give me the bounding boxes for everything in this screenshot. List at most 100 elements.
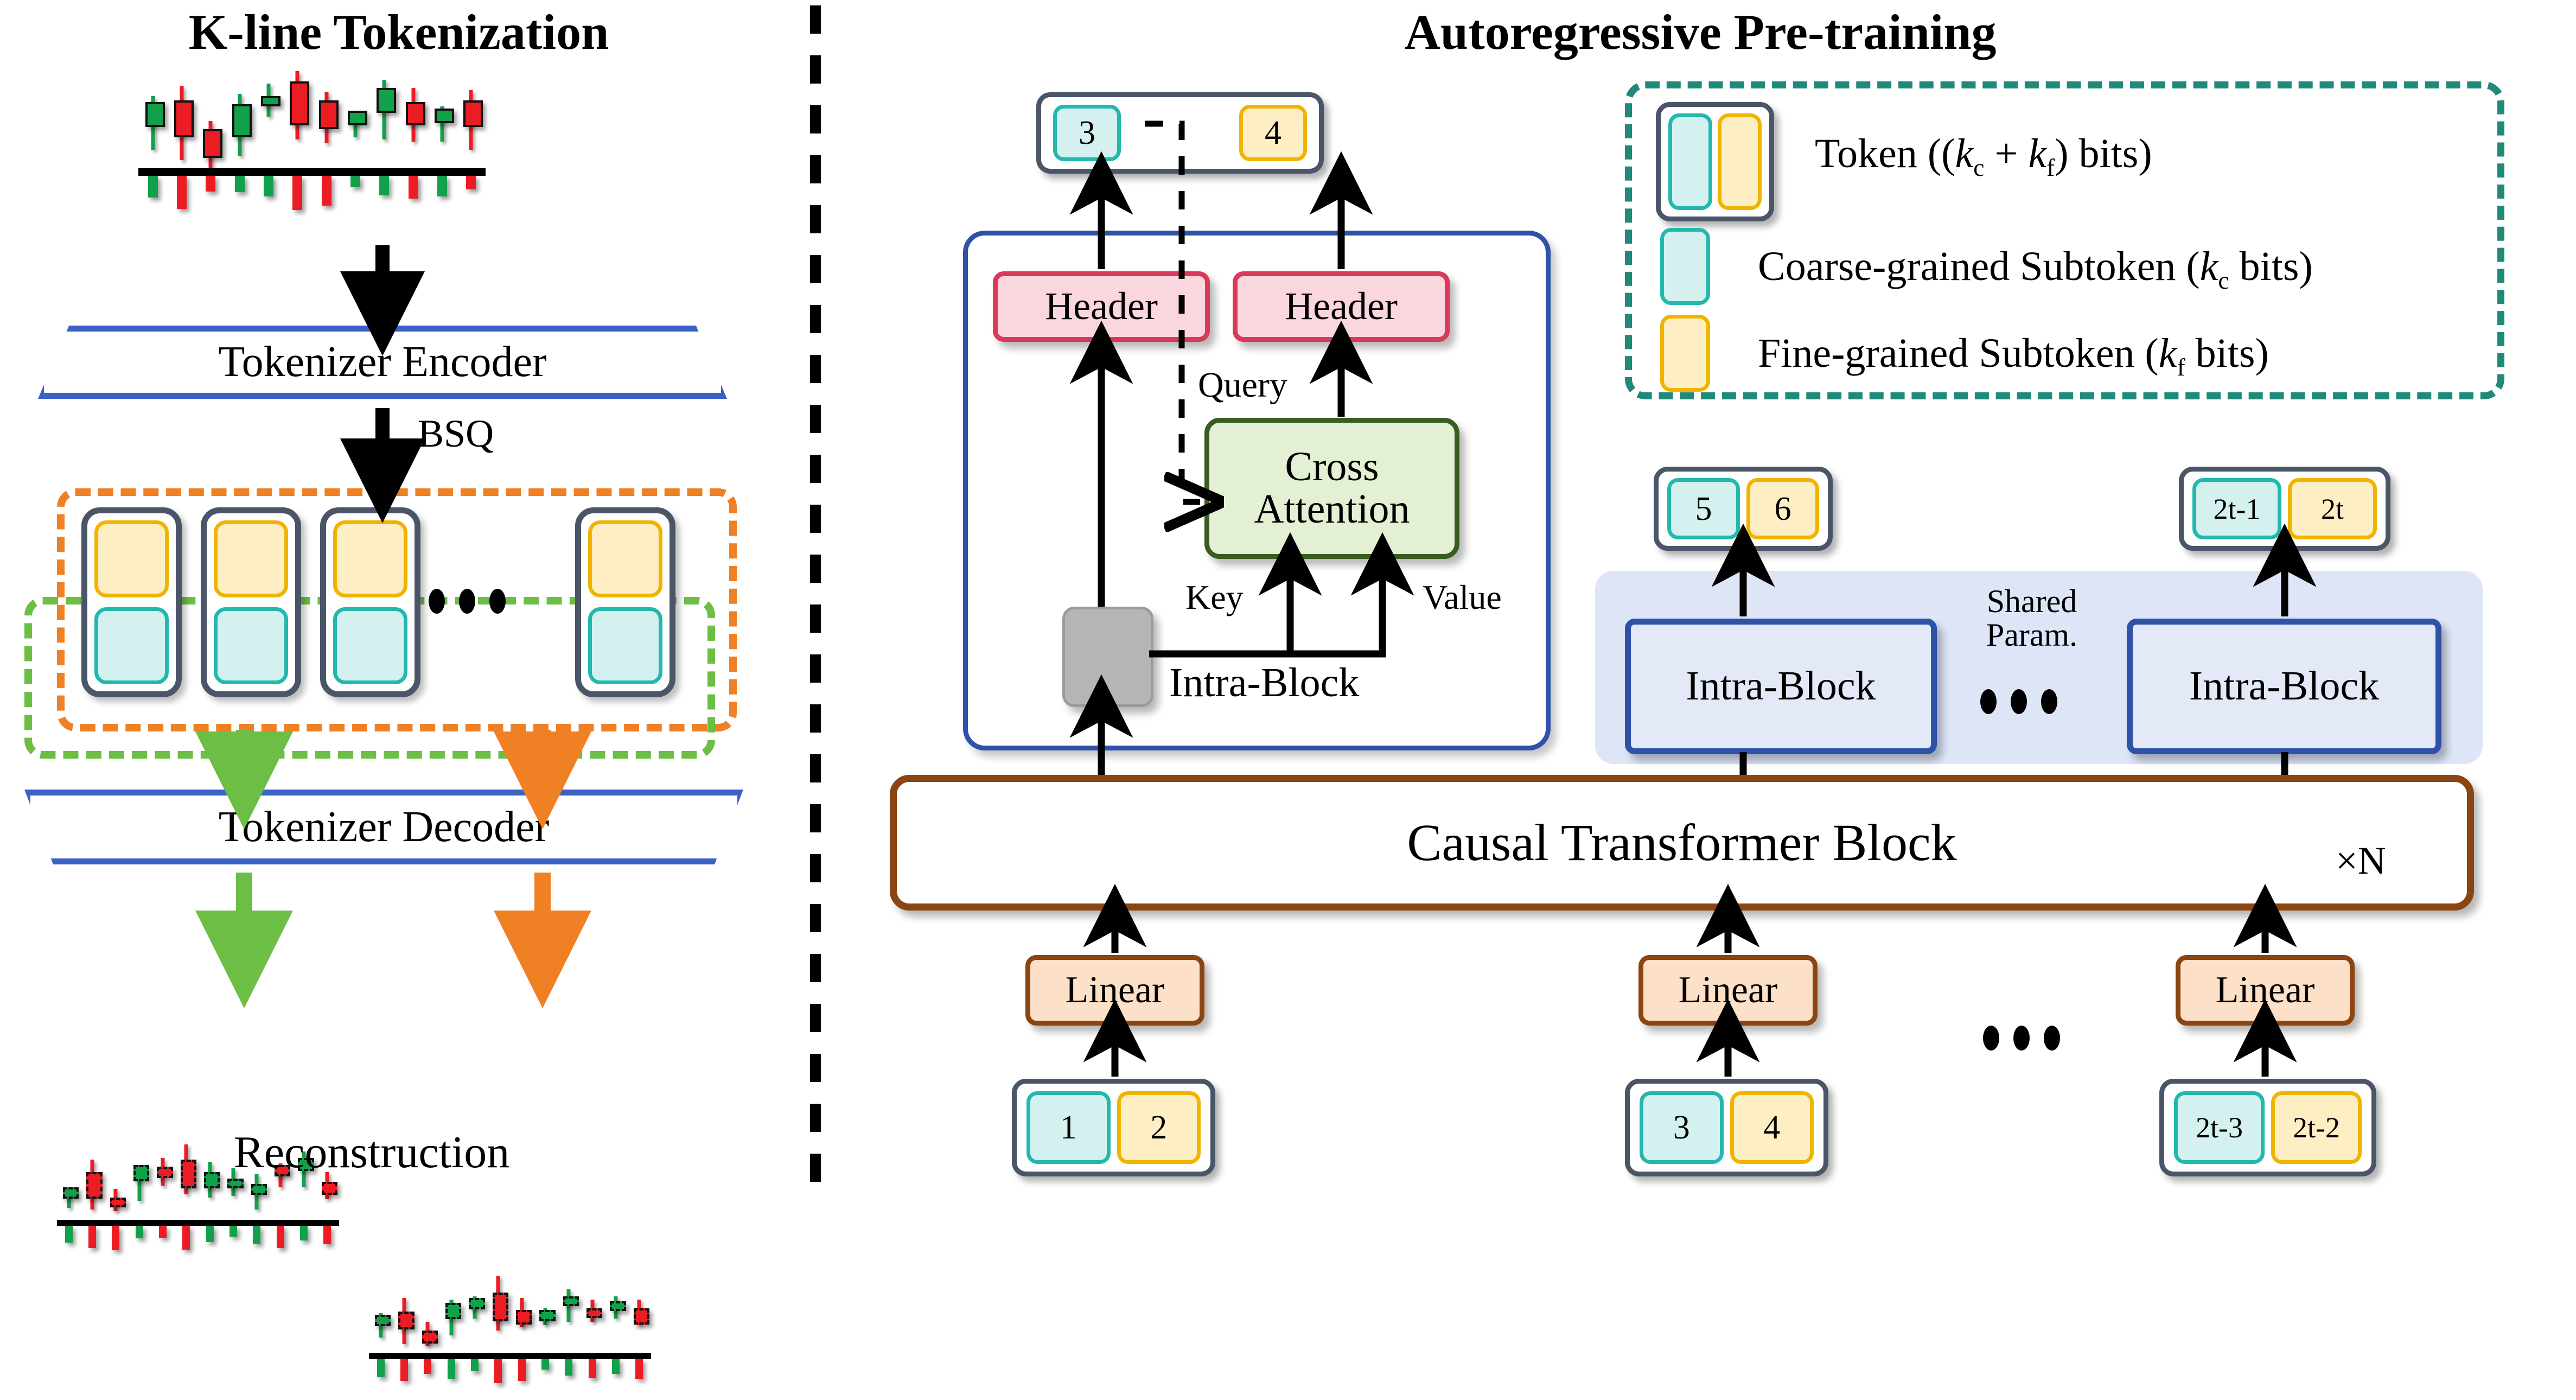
volume-bar [424, 1359, 432, 1374]
candle-body [563, 1296, 579, 1306]
candle-body [318, 100, 339, 130]
candle-body [203, 1172, 220, 1188]
volume-bar [206, 1226, 214, 1242]
candle-body [610, 1301, 626, 1312]
legend-coarse-label: Coarse-grained Subtoken (kc bits) [1758, 244, 2313, 295]
shared-param-label: Shared Param. [1948, 583, 2116, 653]
input-token-2-fine: 4 [1730, 1091, 1814, 1164]
cross-attention-box: Cross Attention [1204, 418, 1459, 559]
panel-divider [810, 5, 821, 1197]
candle-body [586, 1308, 603, 1318]
volume-bar [253, 1226, 261, 1244]
predicted-token-2-fine: 2t [2288, 478, 2377, 539]
intra-block-detail-label: Intra-Block [1169, 660, 1360, 705]
linear-box-1: Linear [1025, 955, 1204, 1026]
volume-bar [292, 176, 303, 210]
tokenizer-decoder-box: Tokenizer Decoder [24, 790, 743, 864]
bsq-fine-subtoken [333, 520, 407, 597]
header-box-right: Header [1233, 271, 1450, 342]
intra-block-box-2: Intra-Block [2127, 619, 2441, 754]
linear-box-2: Linear [1638, 955, 1818, 1026]
candle-body [463, 100, 483, 128]
candle-body [422, 1330, 438, 1344]
linear-3-label: Linear [2215, 969, 2315, 1011]
left-panel-title: K-line Tokenization [188, 4, 609, 60]
candle-body [174, 100, 194, 138]
legend-fine-label: Fine-grained Subtoken (kf bits) [1758, 330, 2269, 381]
repeat-count-label: ×N [2336, 839, 2386, 882]
volume-bar [408, 176, 418, 199]
candle-body [227, 1179, 244, 1189]
shared-param-line1: Shared [1986, 583, 2077, 619]
candle-body [232, 104, 252, 138]
shared-param-line2: Param. [1986, 616, 2078, 653]
right-panel-title: Autoregressive Pre-training [1404, 4, 1997, 60]
intra-block-2-label: Intra-Block [2189, 663, 2380, 709]
candle-body [251, 1183, 267, 1195]
intra-block-ellipsis [1980, 689, 2057, 714]
header-left-label: Header [1045, 284, 1158, 328]
bsq-label: BSQ [418, 412, 494, 455]
reconstruction-chart-right [369, 1267, 651, 1400]
candle-body [157, 1167, 173, 1178]
volume-bar [148, 176, 158, 198]
candle-body [377, 87, 397, 113]
input-token-box-1: 1 2 [1012, 1079, 1215, 1176]
input-token-1-fine: 2 [1117, 1091, 1201, 1164]
intra-block-box-1: Intra-Block [1625, 619, 1937, 754]
header-box-left: Header [993, 271, 1210, 342]
chart-baseline [369, 1353, 651, 1359]
candle-wick [440, 106, 444, 142]
candle-body [110, 1197, 126, 1207]
predicted-token-1-coarse: 5 [1667, 478, 1740, 539]
volume-bar [112, 1226, 120, 1251]
volume-bar [588, 1359, 596, 1378]
legend-coarse-icon [1660, 228, 1710, 305]
candle-body [374, 1315, 391, 1327]
volume-bar [176, 176, 187, 209]
candle-body [633, 1308, 650, 1325]
linear-row-ellipsis [1983, 1026, 2060, 1051]
candle-body [133, 1164, 150, 1181]
linear-box-3: Linear [2176, 955, 2355, 1026]
volume-bar [494, 1359, 502, 1384]
bsq-ellipsis [429, 589, 506, 614]
candle-body [515, 1310, 532, 1325]
bsq-coarse-subtoken [333, 607, 407, 684]
volume-bar [350, 176, 361, 187]
volume-bar [299, 1226, 308, 1240]
candle-body [86, 1172, 103, 1199]
volume-bar [400, 1359, 409, 1381]
candle-body [492, 1293, 509, 1321]
candle-body [62, 1187, 79, 1199]
hidden-state-node [1062, 607, 1153, 707]
causal-transformer-block: Causal Transformer Block [890, 775, 2474, 911]
volume-bar [229, 1226, 238, 1237]
volume-bar [158, 1226, 167, 1238]
bsq-coarse-subtoken [94, 607, 169, 684]
volume-bar [323, 1226, 331, 1245]
volume-bar [541, 1359, 550, 1370]
volume-bar [565, 1359, 573, 1376]
tokenizer-encoder-label: Tokenizer Encoder [218, 338, 547, 386]
candle-body [405, 102, 425, 125]
volume-bar [276, 1226, 284, 1248]
volume-bar [437, 176, 448, 196]
candle-wick [137, 1167, 142, 1201]
input-token-box-2: 3 4 [1625, 1079, 1828, 1176]
volume-bar [611, 1359, 620, 1374]
volume-bar [447, 1359, 455, 1379]
legend-token-coarse-part [1668, 113, 1712, 210]
volume-bar [321, 176, 331, 206]
candle-body [445, 1303, 462, 1320]
tokenizer-decoder-label: Tokenizer Decoder [218, 803, 550, 851]
bsq-coarse-subtoken [588, 607, 662, 684]
chart-baseline [138, 168, 486, 176]
volume-bar [263, 176, 274, 196]
value-label: Value [1423, 578, 1502, 616]
output-coarse-subtoken: 3 [1053, 105, 1121, 161]
volume-bar [182, 1226, 190, 1250]
input-token-1-coarse: 1 [1026, 1091, 1111, 1164]
candle-body [539, 1310, 556, 1321]
cross-attention-label-line1: Cross [1285, 444, 1379, 490]
